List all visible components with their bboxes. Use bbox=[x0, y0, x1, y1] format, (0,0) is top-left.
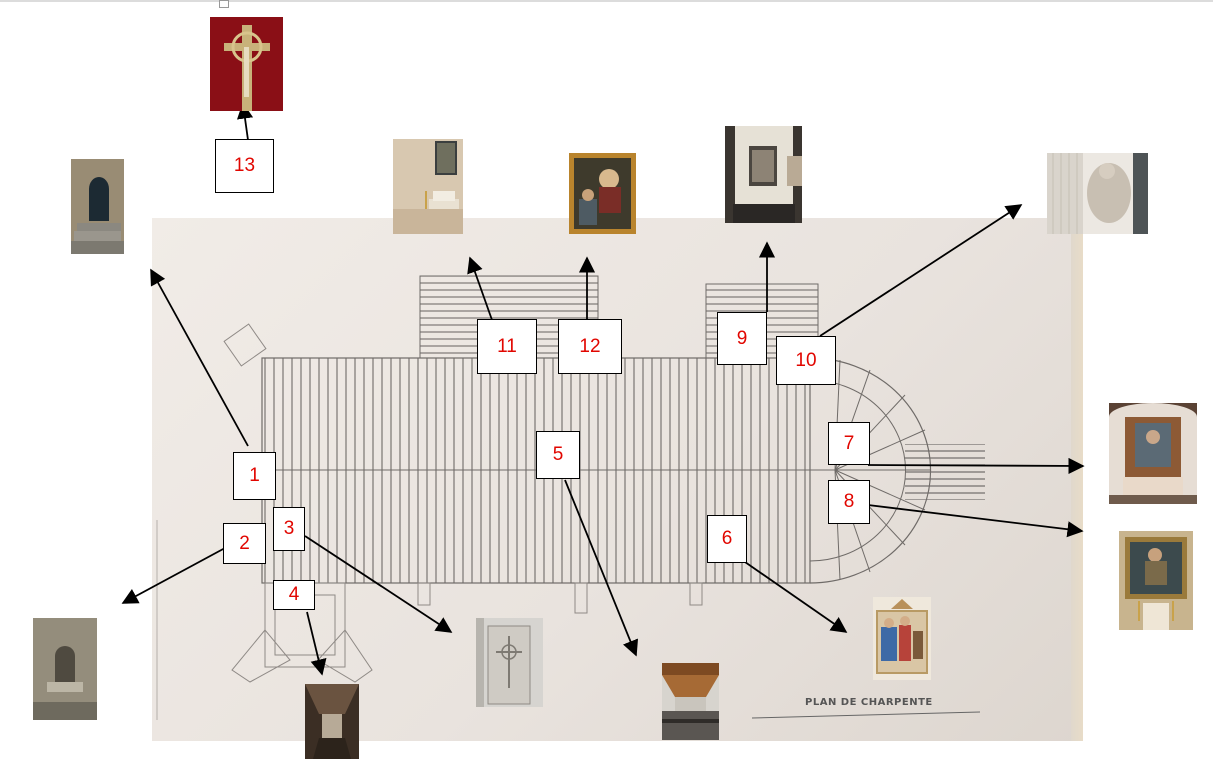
label-box-8: 8 bbox=[828, 480, 870, 524]
wall-niche-fountain-photo bbox=[33, 618, 97, 720]
page-top-border bbox=[0, 0, 1213, 2]
label-box-2: 2 bbox=[223, 523, 266, 564]
tombstone-slab-photo bbox=[476, 618, 543, 707]
label-box-1: 1 bbox=[233, 452, 276, 500]
painting-virgin-saints-photo bbox=[569, 153, 636, 234]
label-box-9: 9 bbox=[717, 312, 767, 365]
resize-handle[interactable] bbox=[219, 0, 229, 8]
church-doorway-photo bbox=[71, 159, 124, 254]
bell-tower-interior-photo bbox=[305, 684, 359, 759]
label-box-6: 6 bbox=[707, 515, 747, 563]
label-box-4: 4 bbox=[273, 580, 315, 610]
arrow-3 bbox=[304, 535, 453, 633]
label-box-3: 3 bbox=[273, 507, 305, 551]
label-box-5: 5 bbox=[536, 431, 580, 479]
main-altar-retable-photo bbox=[1109, 403, 1197, 504]
label-box-12: 12 bbox=[558, 319, 622, 374]
arrow-11 bbox=[467, 256, 493, 321]
pieta-sculpture-photo bbox=[1047, 153, 1148, 234]
plan-caption: PLAN DE CHARPENTE bbox=[805, 697, 933, 708]
stations-of-the-cross-painting-photo bbox=[873, 597, 931, 680]
altar-painting-saint-photo bbox=[1119, 531, 1193, 630]
arrow-5 bbox=[564, 479, 639, 657]
crucifix-photo bbox=[210, 17, 283, 111]
retable-altar-photo bbox=[725, 126, 802, 223]
arrow-2 bbox=[121, 547, 226, 604]
arrow-7 bbox=[867, 457, 1085, 475]
arrow-4 bbox=[306, 611, 327, 676]
label-box-7: 7 bbox=[828, 422, 870, 465]
arrow-8 bbox=[867, 504, 1084, 538]
side-altar-window-photo bbox=[393, 139, 463, 234]
plan-photo-edge bbox=[1071, 218, 1083, 741]
arrow-1 bbox=[150, 268, 249, 447]
label-box-11: 11 bbox=[477, 319, 537, 374]
arrow-10 bbox=[819, 204, 1023, 337]
arrow-6 bbox=[744, 561, 848, 633]
nave-ceiling-interior-photo bbox=[662, 663, 719, 740]
label-box-13: 13 bbox=[215, 139, 274, 193]
label-box-10: 10 bbox=[776, 336, 836, 385]
